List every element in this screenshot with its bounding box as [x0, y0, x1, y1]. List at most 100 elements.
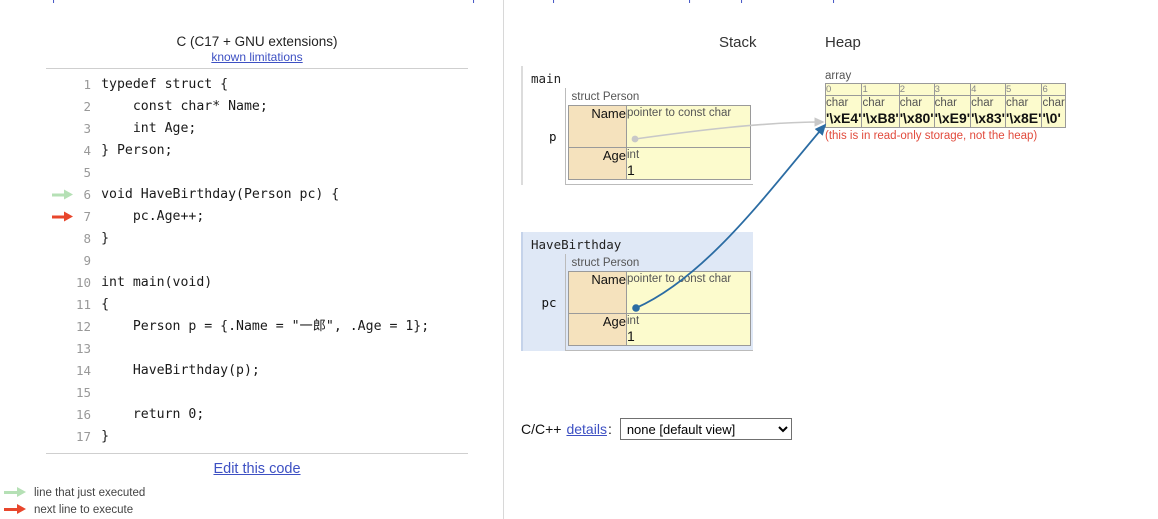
code-line-row: 11{	[46, 294, 468, 316]
code-line-gutter	[46, 250, 76, 272]
struct-field-name: Name	[567, 271, 628, 314]
next-line-arrow-icon	[52, 211, 74, 223]
code-line-number: 9	[83, 253, 92, 268]
clipped-link-6: |	[832, 0, 835, 3]
edit-this-code-link[interactable]: Edit this code	[213, 461, 301, 477]
array-element-row: char'\xE4'char'\xB8'char'\x80'char'\xE9'…	[824, 95, 1066, 128]
code-line-row: 4} Person;	[46, 140, 468, 162]
array-index-label: 1	[861, 83, 900, 96]
details-colon: :	[607, 421, 612, 437]
code-line-text	[101, 162, 468, 184]
code-bottom-rule	[46, 453, 468, 454]
array-index-label: 0	[824, 83, 863, 96]
element-type-label: char	[862, 97, 885, 109]
view-mode-select[interactable]: none [default view]	[619, 418, 792, 440]
struct-type-label: struct Person	[571, 257, 640, 269]
element-type-label: char	[971, 97, 994, 109]
array-index-label: 5	[1004, 83, 1043, 96]
array-element-cell: char'\xB8'	[861, 95, 900, 128]
code-line-number: 7	[83, 209, 92, 224]
code-line-row: 17}	[46, 426, 468, 448]
stack-frame-label: HaveBirthday	[531, 237, 622, 252]
code-line-gutter	[46, 228, 76, 250]
code-line-row: 12 Person p = {.Name = "一郎", .Age = 1};	[46, 316, 468, 338]
code-line-gutter	[46, 316, 76, 338]
struct-type-label: struct Person	[571, 91, 640, 103]
code-line-number: 15	[76, 385, 92, 400]
code-line-text: }	[101, 231, 110, 246]
details-link[interactable]: details	[566, 421, 607, 437]
array-index-label: 4	[970, 83, 1006, 96]
clipped-link-5: |	[740, 0, 743, 3]
code-panel: C (C17 + GNU extensions) known limitatio…	[0, 0, 503, 519]
array-index-label: 6	[1041, 83, 1066, 96]
code-line-gutter	[46, 382, 76, 404]
legend-label: line that just executed	[34, 486, 146, 499]
edit-this-code-wrap: Edit this code	[46, 461, 468, 477]
legend-row: line that just executed	[4, 484, 145, 501]
code-line-gutter	[46, 184, 76, 206]
details-row: C/C++ details : none [default view]	[521, 418, 792, 440]
heap-column-label: Heap	[825, 34, 861, 51]
field-type-label: int	[627, 315, 640, 327]
array-index-label: 3	[933, 83, 972, 96]
array-element-cell: char'\x8E'	[1004, 95, 1043, 128]
code-line-gutter	[46, 426, 76, 448]
code-line-text: HaveBirthday(p);	[101, 363, 260, 378]
code-line-row: 9	[46, 250, 468, 272]
code-line-number: 11	[76, 297, 92, 312]
code-top-rule	[46, 68, 468, 69]
field-type-label: int	[627, 149, 640, 161]
element-type-label: char	[934, 97, 957, 109]
just-executed-arrow-icon	[52, 189, 74, 201]
element-type-label: char	[1005, 97, 1029, 109]
array-element-cell: char'\x80'	[898, 95, 935, 128]
code-line-row: 15	[46, 382, 468, 404]
code-line-number: 14	[76, 363, 92, 378]
language-title: C (C17 + GNU extensions)	[176, 34, 338, 49]
code-line-gutter	[46, 140, 76, 162]
clipped-link-3: |	[552, 0, 555, 3]
code-line-gutter	[46, 206, 76, 228]
code-line-row: 7 pc.Age++;	[46, 206, 468, 228]
code-line-text: void HaveBirthday(Person pc) {	[101, 187, 340, 202]
execution-legend: line that just executed next line to exec…	[4, 484, 145, 518]
code-line-row: 16 return 0;	[46, 404, 468, 426]
heap-object-label: array	[825, 70, 852, 82]
known-limitations-link[interactable]: known limitations	[211, 50, 303, 64]
field-type-label: pointer to const char	[627, 273, 732, 285]
struct-field-value: pointer to const char	[626, 271, 751, 314]
field-value-label: 1	[627, 328, 635, 344]
code-line-row: 14 HaveBirthday(p);	[46, 360, 468, 382]
struct-field-value: pointer to const char	[626, 105, 751, 148]
code-line-gutter	[46, 294, 76, 316]
code-line-row: 5	[46, 162, 468, 184]
legend-label: next line to execute	[34, 503, 134, 516]
just-executed-arrow-icon	[4, 487, 28, 498]
code-line-text: const char* Name;	[101, 99, 268, 114]
code-line-number: 16	[76, 407, 92, 422]
known-limitations-link-wrap: known limitations	[46, 50, 468, 65]
code-line-number: 17	[76, 429, 92, 444]
array-element-cell: char'\xE9'	[933, 95, 972, 128]
clipped-page-chrome: | | | | | |	[0, 0, 1158, 3]
code-line-number: 13	[76, 341, 92, 356]
